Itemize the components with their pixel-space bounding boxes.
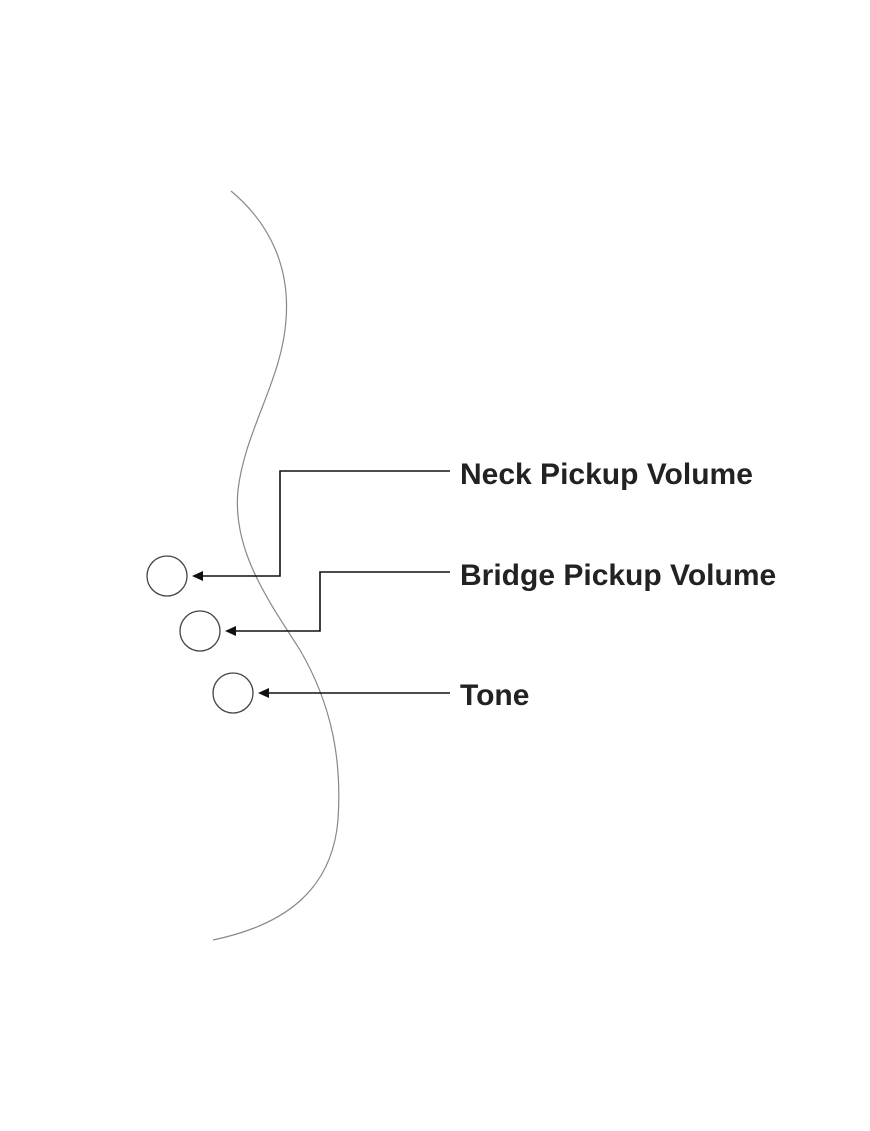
bridge-volume-arrowhead [225, 626, 236, 636]
neck-pickup-volume-label: Neck Pickup Volume [460, 458, 753, 491]
guitar-body-outline [212, 190, 340, 941]
tone-knob[interactable] [212, 672, 254, 714]
bridge-pickup-volume-label: Bridge Pickup Volume [460, 559, 776, 592]
neck-volume-knob[interactable] [146, 555, 188, 597]
neck-volume-leader [200, 470, 450, 577]
neck-volume-arrowhead [192, 571, 203, 581]
tone-arrowhead [258, 688, 269, 698]
tone-label: Tone [460, 679, 529, 712]
bridge-volume-knob[interactable] [179, 610, 221, 652]
bridge-volume-leader [233, 571, 450, 632]
